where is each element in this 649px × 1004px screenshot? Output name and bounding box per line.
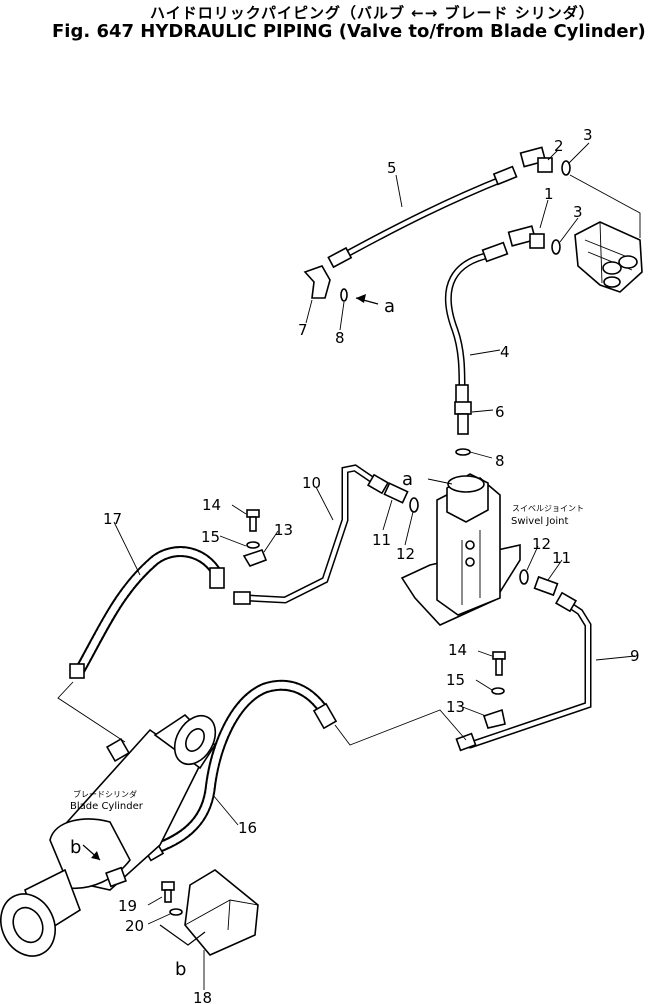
callout-15-lower: 15 xyxy=(446,671,465,689)
callout-15-upper: 15 xyxy=(201,528,220,546)
view-marker-a-top: a xyxy=(384,296,395,317)
washer-15a xyxy=(246,541,260,549)
union-11a xyxy=(383,482,409,504)
callout-5: 5 xyxy=(387,159,397,177)
arrow-b-bottom xyxy=(159,924,206,946)
union-11b xyxy=(533,575,559,597)
callout-4: 4 xyxy=(500,343,510,361)
pipe-10 xyxy=(233,464,390,605)
control-valve xyxy=(574,221,643,293)
o-ring-8a xyxy=(340,288,348,302)
view-marker-b-bottom: b xyxy=(175,959,186,980)
elbow-fitting-7 xyxy=(303,265,331,299)
callout-18: 18 xyxy=(193,989,212,1004)
o-ring-12a xyxy=(409,497,419,513)
view-marker-a-swivel: a xyxy=(402,469,413,490)
clamp-13b xyxy=(482,708,506,729)
swivel-joint-label: Swivel Joint xyxy=(511,516,569,527)
elbow-fitting-1 xyxy=(507,225,545,249)
callout-11-right: 11 xyxy=(552,549,571,567)
o-ring-8b xyxy=(455,448,471,456)
hose-4 xyxy=(444,241,509,404)
clamp-13a xyxy=(242,549,268,567)
callout-3-upper: 3 xyxy=(583,126,593,144)
swivel-joint-label-jp: スイベルジョイント xyxy=(512,504,584,513)
leader-valve xyxy=(569,174,641,238)
elbow-fitting-2 xyxy=(519,146,553,173)
bolt-19 xyxy=(161,881,175,903)
leader-lines xyxy=(113,142,636,925)
callout-9: 9 xyxy=(630,647,640,665)
blade-cylinder-label-jp: ブレードシリンダ xyxy=(73,789,137,799)
adapter-6 xyxy=(454,401,472,435)
bolt-14a xyxy=(246,509,260,532)
washer-20 xyxy=(169,908,183,916)
leader-hose-17 xyxy=(57,681,126,743)
callout-8-lower: 8 xyxy=(495,452,505,470)
pipe-9 xyxy=(455,591,592,752)
callout-2: 2 xyxy=(554,137,564,155)
hose-5 xyxy=(327,165,518,269)
callout-10: 10 xyxy=(302,474,321,492)
blade-cylinder xyxy=(0,713,217,957)
swivel-joint xyxy=(400,473,521,626)
callout-19: 19 xyxy=(118,897,137,915)
callout-14-lower: 14 xyxy=(448,641,467,659)
callout-12-right: 12 xyxy=(532,535,551,553)
bolt-14b xyxy=(492,651,506,676)
title-japanese: ハイドロリックパイピング（バルブ ←→ ブレード シリンダ） xyxy=(150,4,595,22)
blade-cylinder-label: Blade Cylinder xyxy=(70,801,144,812)
callout-12-left: 12 xyxy=(396,545,415,563)
callout-3-lower: 3 xyxy=(573,203,583,221)
callout-7: 7 xyxy=(298,321,308,339)
callout-11-left: 11 xyxy=(372,531,391,549)
callout-13-lower: 13 xyxy=(446,698,465,716)
callout-1: 1 xyxy=(544,185,554,203)
view-marker-b-left: b xyxy=(70,837,81,858)
leader-hose-16 xyxy=(334,709,467,746)
figure-title: Fig. 647 HYDRAULIC PIPING (Valve to/from… xyxy=(52,21,646,42)
callout-17: 17 xyxy=(103,510,122,528)
cover-18 xyxy=(184,869,259,956)
o-ring-12b xyxy=(519,569,529,585)
o-ring-3a xyxy=(561,160,571,176)
o-ring-3b xyxy=(551,239,561,255)
callout-14-upper: 14 xyxy=(202,496,221,514)
hose-17 xyxy=(69,546,225,679)
callout-6: 6 xyxy=(495,403,505,421)
washer-15b xyxy=(491,687,505,695)
callout-8-upper: 8 xyxy=(335,329,345,347)
callout-13-upper: 13 xyxy=(274,521,293,539)
callout-20: 20 xyxy=(125,917,144,935)
callout-16: 16 xyxy=(238,819,257,837)
